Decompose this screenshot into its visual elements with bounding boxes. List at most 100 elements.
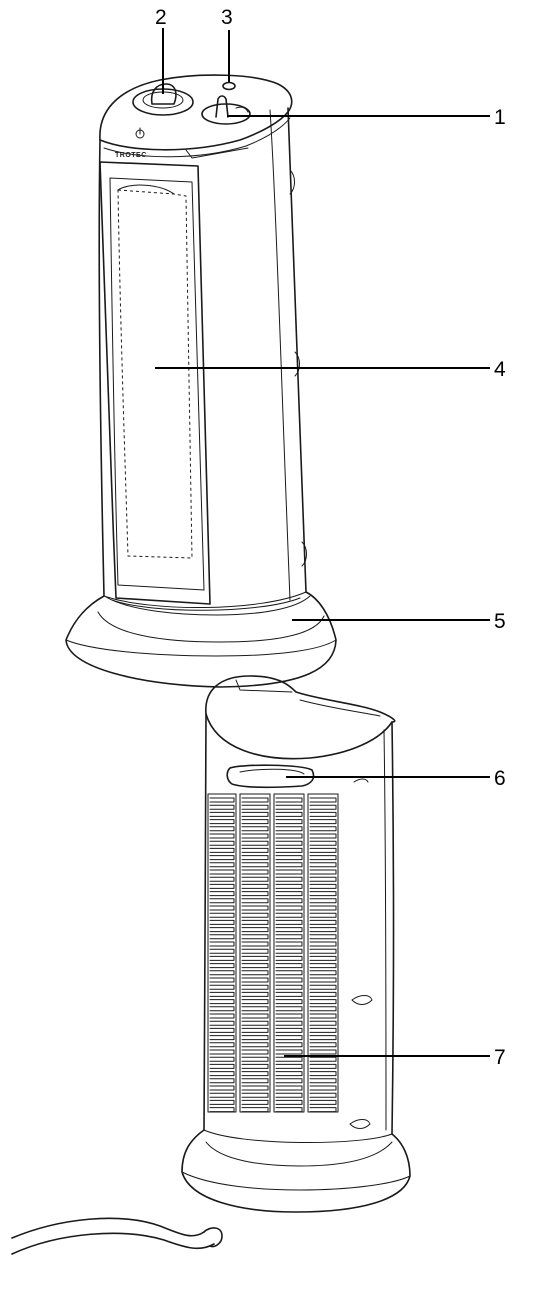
grille-slat [241, 1027, 269, 1033]
grille-slat [275, 927, 303, 933]
top-cap: TROTEC [99, 74, 293, 159]
grille-slat [209, 826, 235, 832]
grille-slat [275, 847, 303, 853]
grille-slat [309, 934, 337, 940]
base-stand [65, 591, 337, 688]
grille-slat [209, 970, 235, 976]
grille-slat [309, 919, 337, 925]
grille-slat [275, 840, 303, 846]
grille-slat [241, 919, 269, 925]
grille-slat [275, 955, 303, 961]
grille-slat [309, 1078, 337, 1084]
grille-slat [275, 883, 303, 889]
switch-control[interactable] [201, 95, 251, 125]
grille-slat [309, 977, 337, 983]
grille-slat [241, 1078, 269, 1084]
grille-slat [309, 833, 337, 839]
grille-slat [209, 1078, 235, 1084]
grille-slat [275, 963, 303, 969]
air-intake-grille [207, 793, 339, 1113]
grille-slat [241, 955, 269, 961]
grille-slat [309, 847, 337, 853]
grille-slat [241, 905, 269, 911]
grille-slat [275, 1107, 303, 1113]
grille-slat [241, 898, 269, 904]
grille-slat [241, 927, 269, 933]
grille-slat [309, 797, 337, 803]
grille-slat [209, 1056, 235, 1062]
grille-slat [275, 905, 303, 911]
grille-slat [241, 797, 269, 803]
grille-slat [209, 833, 235, 839]
grille-slat [275, 891, 303, 897]
power-symbol-icon [135, 127, 145, 139]
grille-slat [309, 855, 337, 861]
grille-slat [309, 840, 337, 846]
grille-slat [241, 977, 269, 983]
grille-slat [275, 999, 303, 1005]
grille-slat [309, 905, 337, 911]
grille-slat [275, 1071, 303, 1077]
grille-slat [309, 804, 337, 810]
grille-slat [241, 934, 269, 940]
grille-slat [209, 898, 235, 904]
grille-slat [309, 991, 337, 997]
callout-7: 7 [494, 1046, 506, 1069]
grille-slat [241, 1056, 269, 1062]
grille-slat [241, 1099, 269, 1105]
grille-slat [209, 797, 235, 803]
grille-slat [309, 1013, 337, 1019]
grille-slat [275, 1035, 303, 1041]
grille-slat [209, 855, 235, 861]
grille-slat [209, 948, 235, 954]
grille-slat [309, 1063, 337, 1069]
heater-body [98, 107, 307, 611]
grille-slat [309, 1035, 337, 1041]
grille-slat [241, 1049, 269, 1055]
grille-slat [241, 833, 269, 839]
grille-slat [241, 991, 269, 997]
grille-slat [209, 912, 235, 918]
grille-slat [309, 941, 337, 947]
grille-slat [275, 991, 303, 997]
grille-slat [241, 1107, 269, 1113]
grille-slat [275, 1042, 303, 1048]
callout-5: 5 [494, 610, 506, 633]
brand-logo: TROTEC [115, 152, 147, 159]
grille-slat [241, 963, 269, 969]
grille-slat [275, 934, 303, 940]
grille-slat [241, 804, 269, 810]
grille-slat [309, 1085, 337, 1091]
grille-slat [275, 977, 303, 983]
grille-slat [309, 1020, 337, 1026]
grille-slat [309, 1107, 337, 1113]
grille-slat [275, 855, 303, 861]
grille-slat [275, 1063, 303, 1069]
grille-slat [275, 1078, 303, 1084]
front-panel [99, 161, 211, 605]
grille-slat [241, 826, 269, 832]
grille-slat [275, 970, 303, 976]
grille-slat [209, 934, 235, 940]
grille-slat [309, 1092, 337, 1098]
rear-housing [203, 713, 395, 1144]
grille-slat [309, 1006, 337, 1012]
grille-slat [309, 862, 337, 868]
grille-slat [209, 1035, 235, 1041]
callout-3: 3 [221, 6, 233, 29]
grille-slat [309, 948, 337, 954]
grille-slat [309, 984, 337, 990]
grille-slat [241, 869, 269, 875]
grille-slat [209, 862, 235, 868]
grille-slat [309, 927, 337, 933]
grille-slat [275, 1013, 303, 1019]
grille-slat [275, 948, 303, 954]
grille-slat [209, 1099, 235, 1105]
grille-slat [309, 876, 337, 882]
grille-slat [275, 1056, 303, 1062]
grille-slat [309, 883, 337, 889]
grille-slat [309, 955, 337, 961]
grille-slat [209, 891, 235, 897]
grille-slat [309, 811, 337, 817]
callout-2: 2 [155, 6, 167, 29]
